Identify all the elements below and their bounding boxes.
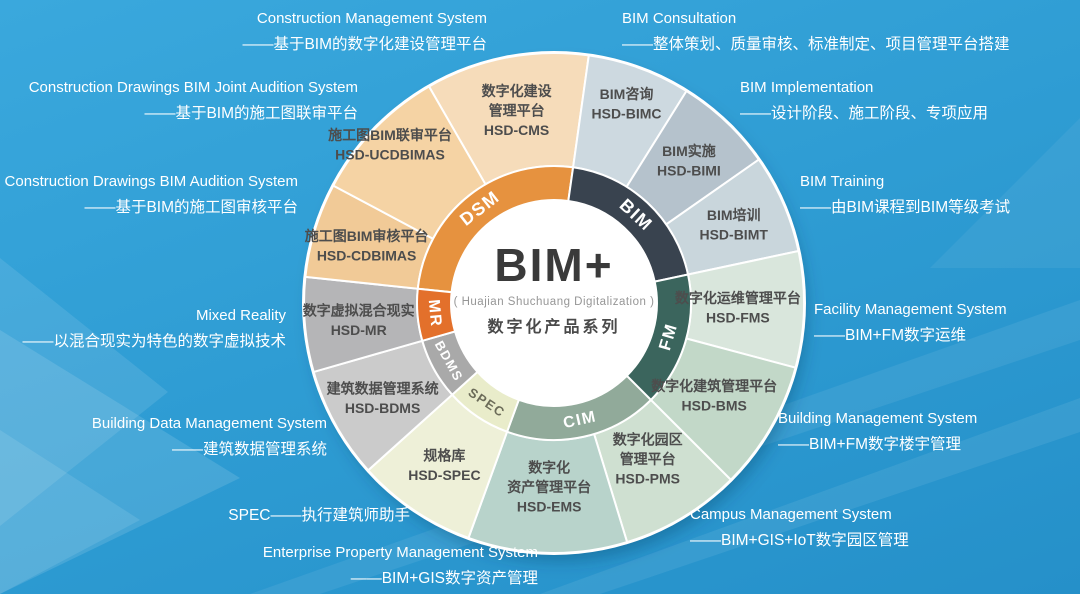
callout-zh: ——基于BIM的数字化建设管理平台 (242, 36, 487, 53)
ring-label-MR: MR (425, 299, 444, 328)
callout-en: Enterprise Property Management System (262, 544, 538, 561)
callout-drawings-bim-audition-system: Construction Drawings BIM Audition Syste… (5, 172, 298, 218)
callout-spec: SPEC——执行建筑师助手 (228, 500, 410, 526)
callout-drawings-bim-joint-audition-system: Construction Drawings BIM Joint Audition… (29, 78, 358, 124)
wheel-center-circle (451, 200, 657, 406)
callout-zh: ——建筑数据管理系统 (171, 441, 327, 458)
callout-en: Campus Management System (690, 506, 892, 523)
callout-bim-consultation: BIM Consultation ——整体策划、质量审核、标准制定、项目管理平台… (622, 9, 1010, 55)
callout-zh: ——BIM+GIS数字资产管理 (350, 570, 538, 587)
callout-zh: ——BIM+FM数字运维 (814, 327, 966, 344)
callout-building-management-system: Building Management System ——BIM+FM数字楼宇管… (778, 409, 977, 455)
callout-en: Mixed Reality (195, 307, 286, 324)
callout-enterprise-property-management-system: Enterprise Property Management System ——… (263, 543, 538, 589)
chevron-shape (0, 330, 240, 594)
callout-zh: SPEC——执行建筑师助手 (228, 507, 410, 524)
callout-zh: ——BIM+FM数字楼宇管理 (778, 436, 961, 453)
callout-campus-management-system: Campus Management System ——BIM+GIS+IoT数字… (690, 505, 909, 551)
callout-en: Building Data Management System (91, 415, 327, 432)
callout-en: Construction Drawings BIM Joint Audition… (28, 79, 358, 96)
callout-zh: ——基于BIM的施工图审核平台 (84, 199, 298, 216)
callout-en: Facility Management System (814, 301, 1007, 318)
callout-en: Building Management System (778, 410, 978, 427)
callout-mixed-reality: Mixed Reality ——以混合现实为特色的数字虚拟技术 (22, 306, 286, 352)
callout-en: Construction Management System (256, 10, 487, 27)
callout-building-data-management-system: Building Data Management System ——建筑数据管理… (92, 414, 327, 460)
callout-zh: ——以混合现实为特色的数字虚拟技术 (22, 333, 286, 350)
callout-zh: ——基于BIM的施工图联审平台 (144, 105, 358, 122)
diagonal-stripe (540, 398, 1080, 594)
callout-en: BIM Consultation (622, 10, 737, 27)
callout-zh: ——由BIM课程到BIM等级考试 (800, 199, 1011, 216)
chevron-shape (0, 258, 168, 526)
callout-en: BIM Training (800, 173, 885, 190)
ring-label-CIM: CIM (562, 408, 599, 432)
callout-zh: ——设计阶段、施工阶段、专项应用 (740, 105, 989, 122)
callout-bim-training: BIM Training ——由BIM课程到BIM等级考试 (800, 172, 1010, 218)
callout-construction-management-system: Construction Management System ——基于BIM的数… (242, 9, 487, 55)
callout-en: BIM Implementation (740, 79, 874, 96)
callout-zh: ——整体策划、质量审核、标准制定、项目管理平台搭建 (622, 36, 1010, 53)
callout-bim-implementation: BIM Implementation ——设计阶段、施工阶段、专项应用 (740, 78, 988, 124)
callout-zh: ——BIM+GIS+IoT数字园区管理 (690, 532, 909, 549)
diagonal-stripe (930, 118, 1080, 268)
callout-facility-management-system: Facility Management System ——BIM+FM数字运维 (814, 300, 1007, 346)
chevron-shape (0, 430, 140, 594)
callout-en: Construction Drawings BIM Audition Syste… (4, 173, 298, 190)
